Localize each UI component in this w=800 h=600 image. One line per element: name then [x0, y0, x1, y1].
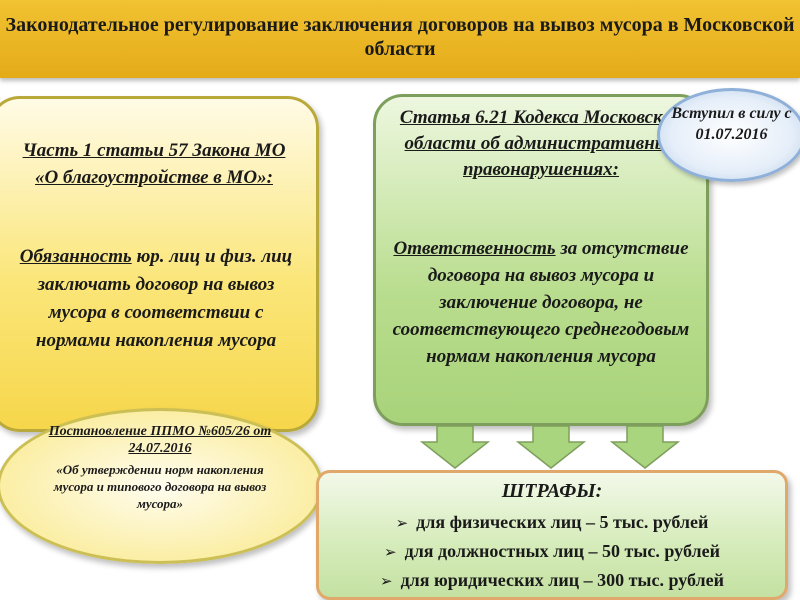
- arrow-down-icon: [610, 425, 680, 469]
- resolution-text: Постановление ППМО №605/26 от 24.07.2016…: [45, 423, 275, 512]
- fine-individuals: для физических лиц – 5 тыс. рублей: [416, 512, 709, 532]
- effective-date-ellipse: Вступил в силу с 01.07.2016: [657, 88, 800, 182]
- list-item: ➢ для физических лиц – 5 тыс. рублей: [319, 508, 785, 537]
- responsibility-text: за отсутствие договора на вывоз мусора и…: [392, 238, 690, 367]
- fine-legal-entities: для юридических лиц – 300 тыс. рублей: [400, 570, 724, 590]
- resolution-description: «Об утверждении норм накопления мусора и…: [53, 462, 267, 511]
- responsibility-statement: Ответственность за отсутствие договора н…: [391, 235, 691, 370]
- duty-keyword: Обязанность: [19, 246, 132, 267]
- arrow-bullet-icon: ➢: [395, 514, 409, 532]
- effective-date-text: Вступил в силу с 01.07.2016: [671, 105, 792, 143]
- responsibility-keyword: Ответственность: [393, 238, 556, 259]
- list-item: ➢ для должностных лиц – 50 тыс. рублей: [319, 537, 785, 566]
- law-box: Часть 1 статьи 57 Закона МО «О благоустр…: [0, 96, 319, 432]
- resolution-ellipse: Постановление ППМО №605/26 от 24.07.2016…: [0, 408, 323, 564]
- arrow-bullet-icon: ➢: [384, 543, 397, 561]
- fines-list: ➢для физических лиц – 5 тыс. рублей ➢для…: [319, 508, 785, 595]
- fine-officials: для должностных лиц – 50 тыс. рублей: [404, 541, 720, 561]
- arrow-bullet-icon: ➢: [380, 572, 393, 590]
- arrow-down-icon: [420, 425, 490, 469]
- resolution-title: Постановление ППМО №605/26 от 24.07.2016: [48, 424, 272, 456]
- fines-box: ШТРАФЫ: ➢ для физических лиц – 5 тыс. руб…: [316, 470, 788, 600]
- duty-statement: Обязанность юр. лиц и физ. лиц заключать…: [15, 243, 297, 355]
- article-reference: Статья 6.21 Кодекса Московской области о…: [399, 107, 683, 180]
- page-title: Законодательное регулирование заключения…: [5, 14, 795, 60]
- list-item: ➢ для юридических лиц – 300 тыс. рублей: [319, 566, 785, 595]
- article-box: Статья 6.21 Кодекса Московской области о…: [373, 94, 709, 426]
- duty-text: юр. лиц и физ. лиц заключать договор на …: [35, 246, 293, 351]
- header-banner: Законодательное регулирование заключения…: [0, 0, 800, 78]
- arrow-down-icon: [516, 425, 586, 469]
- fines-title: ШТРАФЫ:: [501, 480, 603, 502]
- law-reference: Часть 1 статьи 57 Закона МО «О благоустр…: [22, 140, 286, 188]
